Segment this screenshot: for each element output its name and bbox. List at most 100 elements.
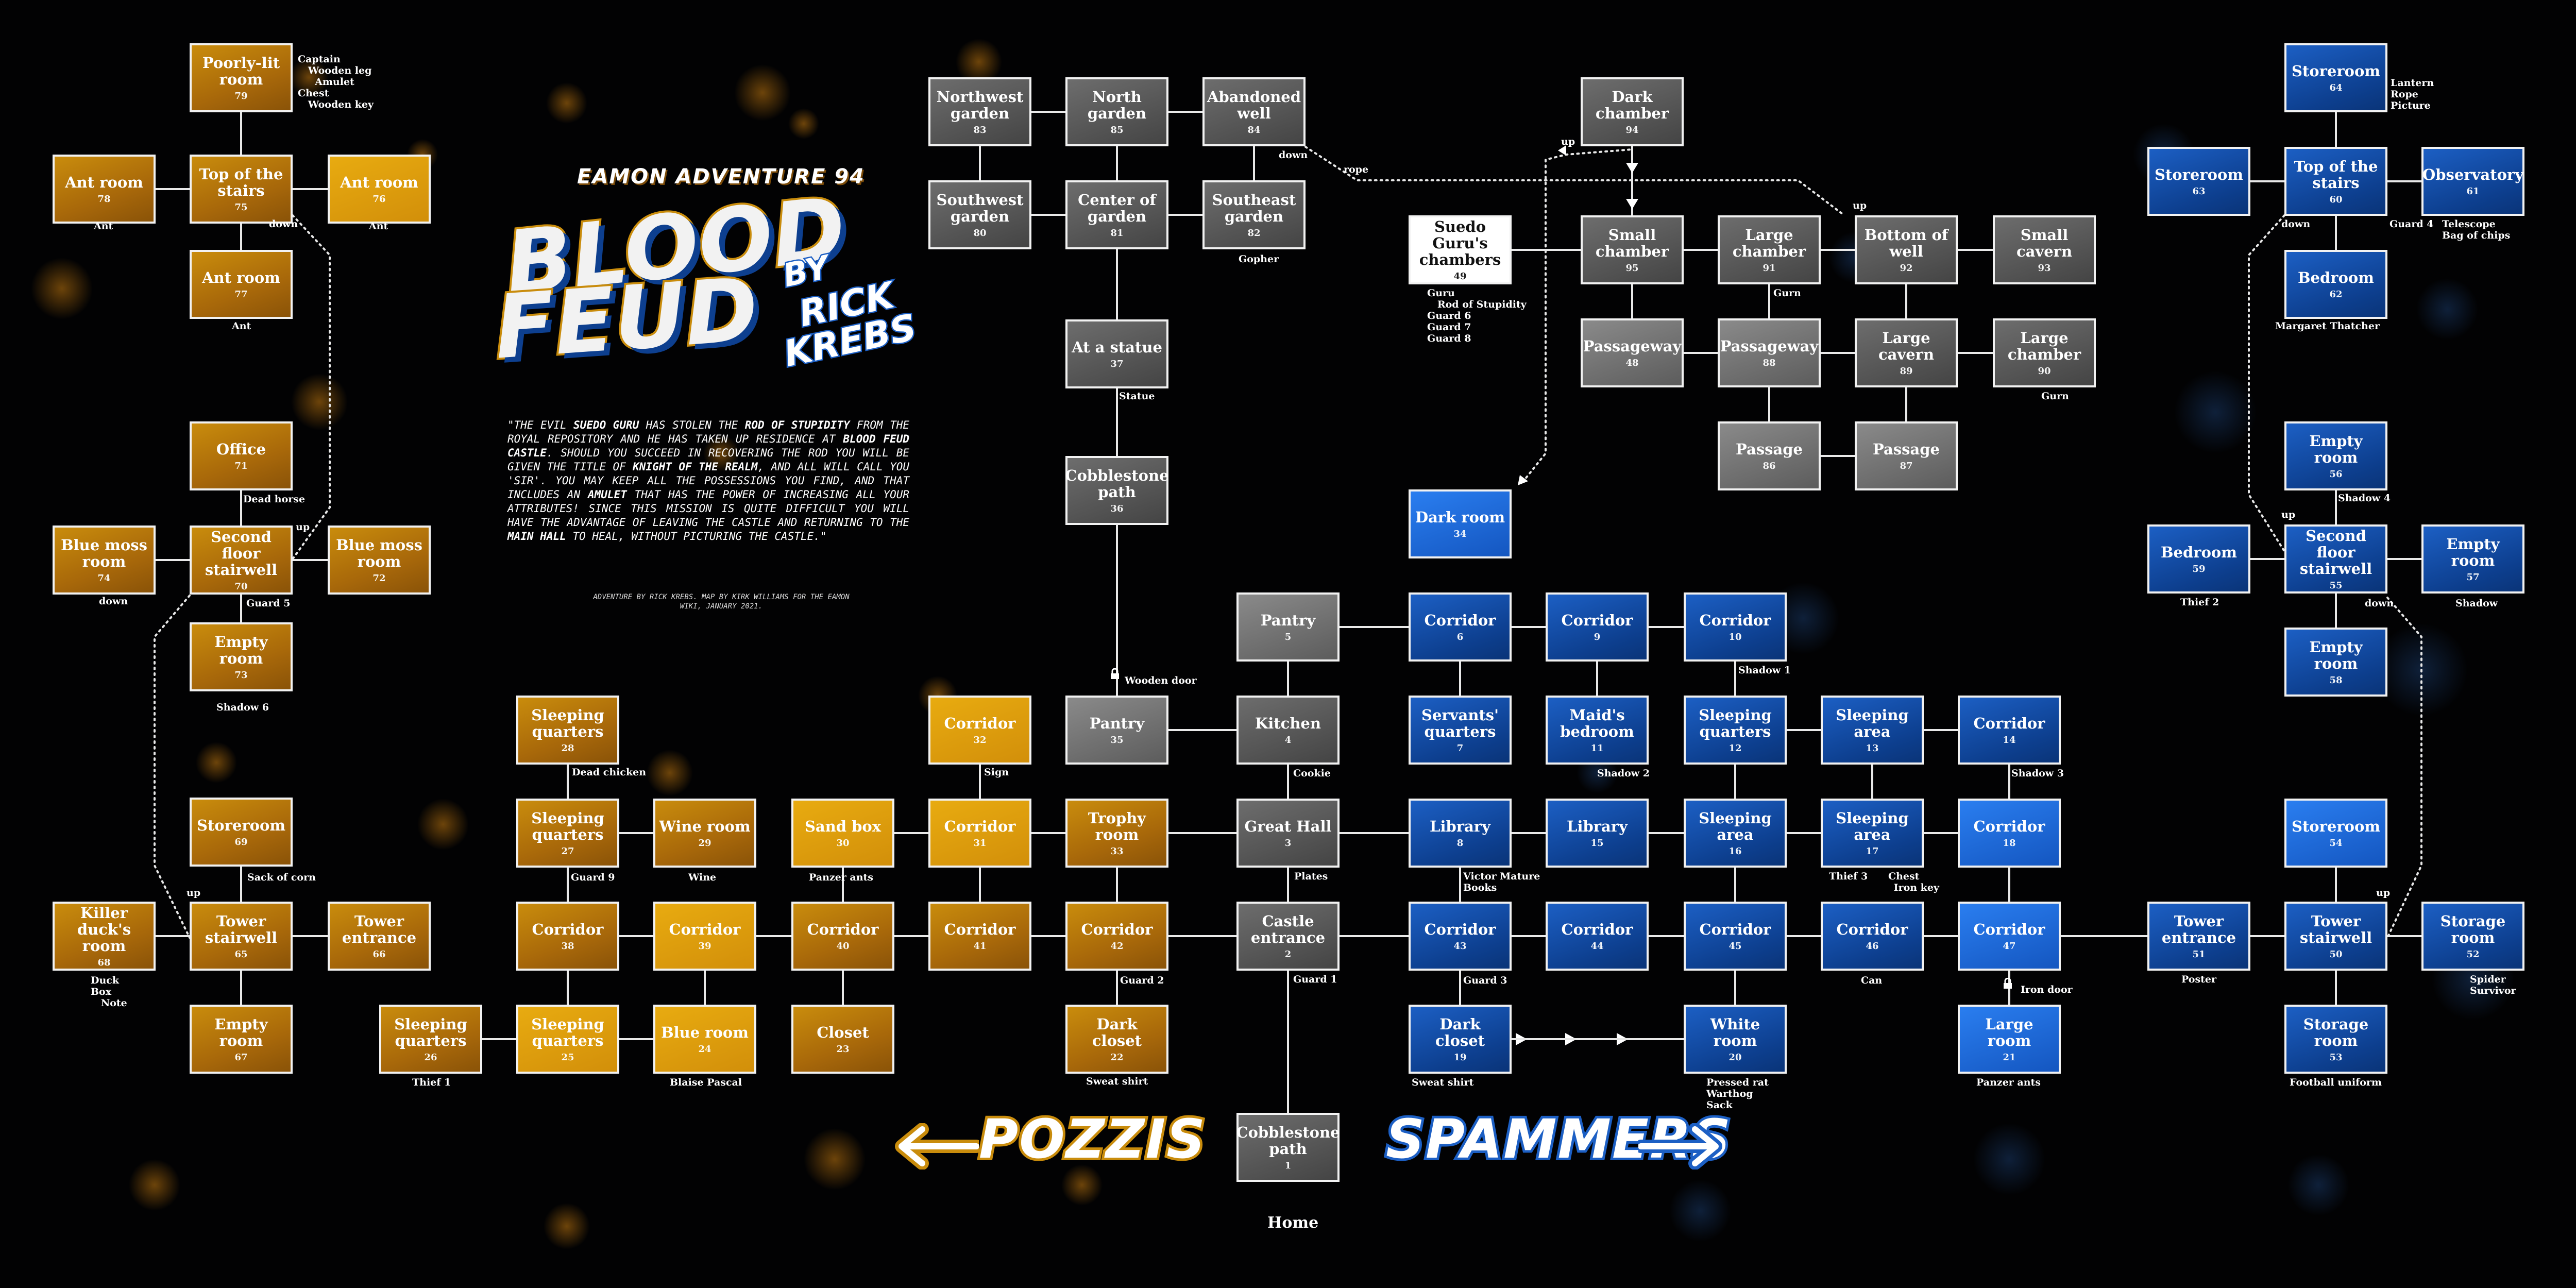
room-number: 48 — [1625, 357, 1639, 368]
room-name: Corridor — [1973, 714, 2045, 732]
note-n90: Gurn — [2041, 391, 2069, 402]
room-number: 65 — [234, 948, 248, 960]
room-name: Blue room — [661, 1023, 749, 1041]
room-number: 41 — [973, 940, 987, 952]
room-name: North garden — [1087, 88, 1147, 122]
room-name: Storage room — [2440, 912, 2506, 946]
room-number: 66 — [372, 948, 386, 960]
room-name: Empty room — [2446, 535, 2500, 569]
note-n65up: up — [187, 887, 201, 899]
room-number: 51 — [2192, 948, 2206, 960]
room-number: 79 — [234, 90, 248, 101]
room-number: 20 — [1728, 1052, 1742, 1063]
note-n60down: down — [2281, 218, 2311, 230]
note-n91: Gurn — [1773, 287, 1801, 299]
room-86: Passage 86 — [1718, 421, 1821, 490]
room-number: 11 — [1590, 742, 1604, 754]
note-n59: Thief 2 — [2180, 597, 2219, 608]
room-number: 19 — [1453, 1052, 1467, 1063]
adventure-subtitle: EAMON ADVENTURE 94 — [577, 165, 865, 189]
room-name: Corridor — [1081, 920, 1153, 938]
arrowhead — [1518, 475, 1528, 485]
room-number: 82 — [1247, 227, 1261, 239]
room-name: Dark chamber — [1595, 88, 1669, 122]
room-number: 38 — [561, 940, 574, 952]
room-name: Pantry — [1089, 714, 1145, 732]
room-number: 9 — [1594, 631, 1601, 642]
room-name: Blue moss room — [61, 536, 147, 570]
room-name: Pantry — [1260, 611, 1316, 629]
room-name: Tower entrance — [342, 912, 417, 946]
room-number: 8 — [1456, 837, 1464, 849]
room-number: 94 — [1625, 124, 1639, 135]
room-number: 24 — [698, 1043, 711, 1055]
note-n70: Guard 5 — [246, 598, 291, 609]
note-n55down: down — [2365, 598, 2394, 609]
room-number: 86 — [1762, 460, 1776, 471]
note-n82: Gopher — [1239, 253, 1279, 265]
note-n92up: up — [1853, 200, 1867, 211]
stair-connector — [154, 595, 191, 939]
room-name: Observatory — [2422, 165, 2524, 183]
room-name: Passageway — [1720, 337, 1819, 355]
room-52: Storage room 52 — [2421, 902, 2524, 971]
room-name: Tower entrance — [2161, 912, 2236, 946]
note-n70down: down — [99, 596, 128, 607]
room-number: 72 — [372, 572, 386, 584]
room-name: Large chamber — [1732, 226, 1806, 260]
note-n29: Wine — [688, 872, 717, 883]
room-number: 50 — [2329, 948, 2343, 960]
room-name: Cobblestone path — [1236, 1123, 1340, 1158]
note-n20: Pressed rat Warthog Sack — [1706, 1077, 1769, 1111]
room-name: Maid's bedroom — [1560, 706, 1634, 740]
room-number: 71 — [234, 460, 248, 471]
room-number: 21 — [2003, 1052, 2016, 1063]
note-n61: Telescope Bag of chips — [2442, 218, 2511, 241]
room-number: 34 — [1453, 528, 1467, 539]
note-n77: Ant — [232, 320, 251, 332]
note-n27: Guard 9 — [571, 872, 615, 883]
note-n73: Shadow 6 — [216, 702, 269, 713]
arrowhead — [1626, 163, 1638, 173]
room-number: 44 — [1590, 940, 1604, 952]
note-n70up: up — [296, 521, 310, 533]
room-number: 54 — [2329, 837, 2343, 849]
note-n52: Spider Survivor — [2470, 974, 2516, 996]
room-name: Passage — [1736, 440, 1803, 458]
room-name: Corridor — [1424, 920, 1496, 938]
orange-blots — [31, 39, 1103, 1249]
room-number: 52 — [2466, 948, 2480, 960]
note-n56: Shadow 4 — [2338, 493, 2391, 504]
room-number: 78 — [97, 193, 111, 205]
room-number: 47 — [2003, 940, 2016, 952]
room-name: Sand box — [804, 817, 882, 835]
note-n17: Thief 3 Chest Iron key — [1829, 871, 1939, 893]
room-51: Tower entrance 51 — [2147, 902, 2250, 971]
room-number: 88 — [1762, 357, 1776, 368]
room-name: Trophy room — [1088, 809, 1146, 843]
room-number: 18 — [2003, 837, 2016, 849]
